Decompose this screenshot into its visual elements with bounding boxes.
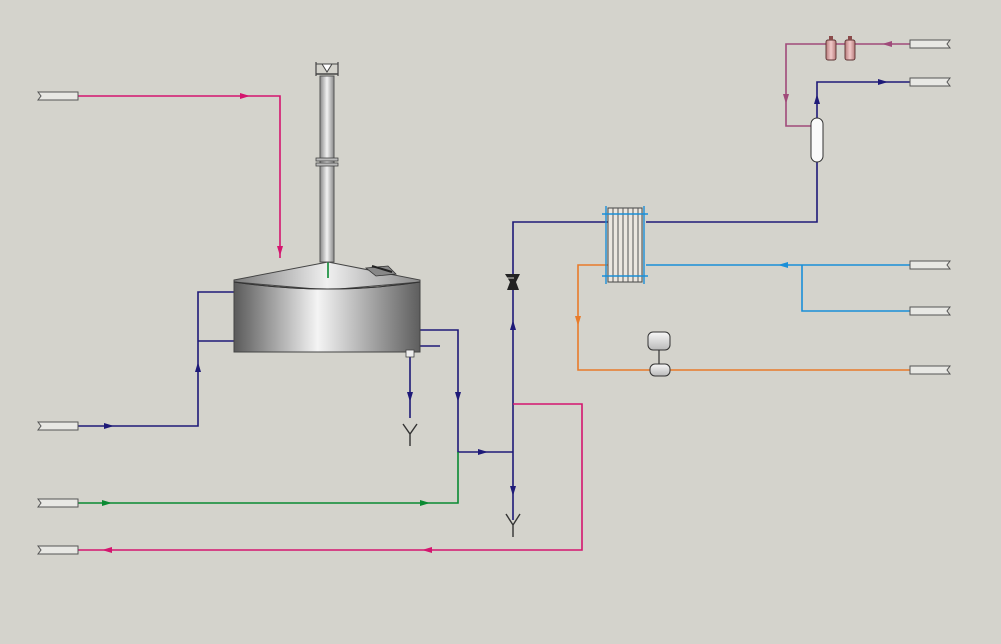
flow-arrow [104, 423, 114, 429]
pipe-process-inlet [78, 291, 235, 427]
twin-filter-icon [825, 36, 856, 61]
flow-arrow [420, 500, 430, 506]
brew-kettle-icon [233, 261, 421, 358]
flow-arrow [778, 262, 788, 268]
tube-bundle-heat-exchanger-icon [602, 206, 648, 284]
pipe-hot-return [78, 403, 583, 551]
flow-arrow [455, 392, 461, 402]
pipe-kettle-outlet-1 [420, 329, 513, 453]
pipe-terminal-icon [909, 260, 951, 270]
flow-arrow [102, 500, 112, 506]
flow-arrow [783, 94, 789, 104]
check-valve-icon [505, 274, 520, 290]
pipe-terminal-icon [37, 421, 79, 431]
flow-arrows [102, 41, 892, 553]
flow-arrow [878, 79, 888, 85]
flow-arrow [422, 547, 432, 553]
flow-arrow [814, 94, 820, 104]
pipe-separator-outlet [816, 81, 910, 120]
flow-arrow [195, 362, 201, 372]
pipe-hot-inlet [78, 95, 281, 258]
flow-arrow [510, 320, 516, 330]
vertical-separator-icon [810, 117, 824, 163]
manhole-icon [364, 265, 397, 277]
pipe-network [78, 43, 910, 551]
pipe-terminal-icon [37, 91, 79, 101]
pipe-terminals [37, 39, 951, 555]
flow-arrow [277, 246, 283, 256]
pipe-terminal-icon [909, 365, 951, 375]
flow-arrow [407, 392, 413, 402]
flow-arrow [240, 93, 250, 99]
pipe-terminal-icon [909, 39, 951, 49]
flow-arrow [102, 547, 112, 553]
pipe-green-inlet [78, 452, 459, 504]
pump-icon [647, 331, 671, 377]
flow-arrow [575, 316, 581, 326]
pipe-riser [512, 221, 608, 520]
pipe-terminal-icon [909, 306, 951, 316]
pipe-terminal-icon [37, 498, 79, 508]
flow-arrow [510, 486, 516, 496]
pipe-terminal-icon [909, 77, 951, 87]
pipe-cooling-branch [801, 265, 910, 312]
drain-icon [505, 513, 521, 537]
drain-icon [402, 423, 418, 446]
vapor-stack-icon [315, 62, 339, 263]
pipe-hx-to-separator [646, 160, 818, 223]
flow-arrow [478, 449, 488, 455]
flow-arrow [882, 41, 892, 47]
pipe-terminal-icon [37, 545, 79, 555]
